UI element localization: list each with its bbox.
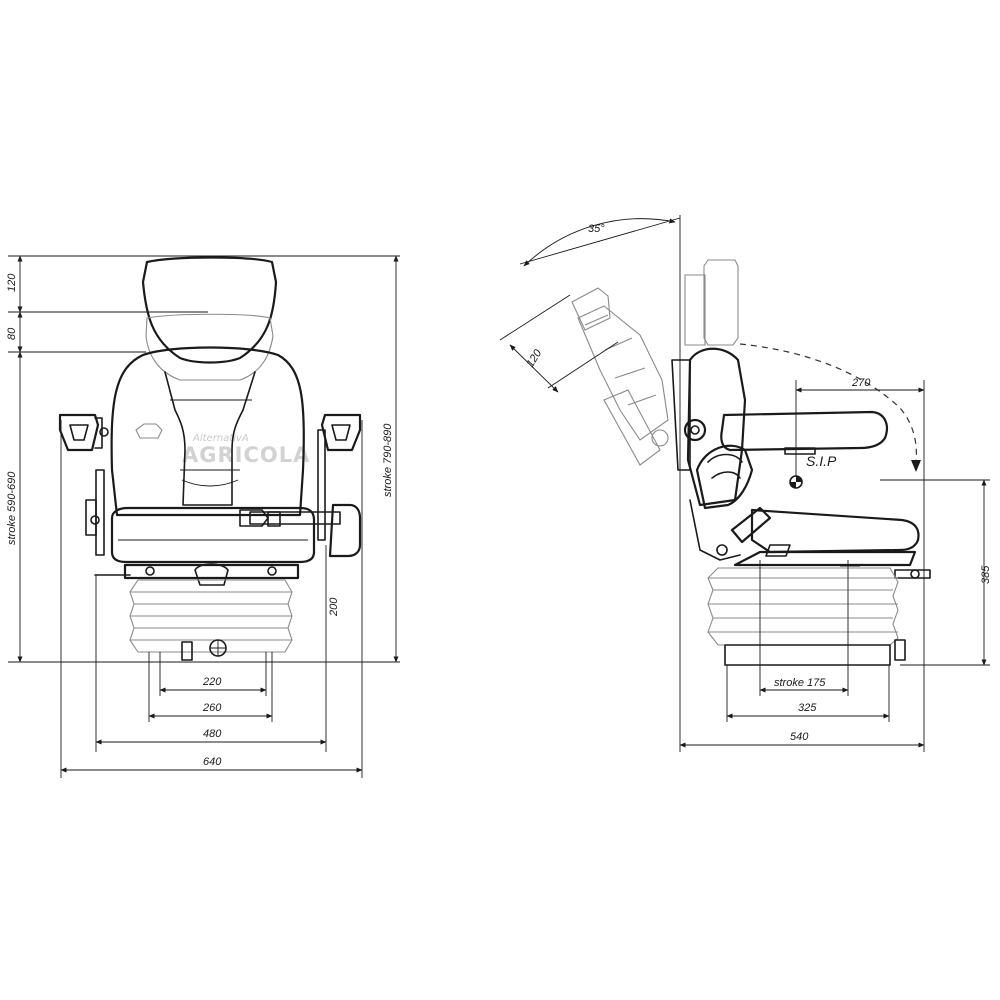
swing-arc — [739, 343, 917, 463]
front-view: AlternativA AGRICOLA — [6, 255, 400, 778]
dim-headrest-step: 80 — [6, 327, 18, 340]
backrest-seam — [170, 399, 252, 487]
dim-angle: 35° — [588, 223, 605, 235]
armrest-left — [58, 413, 109, 556]
backrest-inner-panel — [164, 371, 256, 506]
sip-label: S.I.P — [806, 453, 837, 469]
headrest-extended — [141, 256, 278, 364]
suspension-top-plate — [123, 563, 300, 580]
dim-base-220: 220 — [202, 676, 222, 688]
armrest-right — [317, 413, 362, 541]
dim-bellows-side: 200 — [328, 597, 340, 617]
dim-headrest-top: 120 — [6, 273, 18, 292]
watermark: AlternativA AGRICOLA — [135, 423, 310, 467]
bellows-side — [707, 567, 899, 646]
dim-sip-height: 385 — [980, 565, 992, 584]
dim-stroke-height: stroke 590-690 — [6, 471, 18, 545]
seat-cushion — [110, 506, 316, 564]
dim-rail: 325 — [798, 702, 817, 714]
backrest-outer — [110, 346, 305, 517]
seat-belt — [239, 503, 362, 558]
dim-sip-offset: 270 — [851, 377, 871, 389]
armrest-side — [720, 410, 889, 452]
dim-width-640: 640 — [203, 756, 222, 768]
dim-headrest-side: 120 — [524, 347, 544, 370]
backrest-reclined-ghost — [571, 287, 669, 466]
headrest-ghost — [703, 259, 739, 346]
seat-cushion-side — [750, 508, 920, 554]
side-view: S.I.P 35° 120 — [499, 215, 992, 752]
dim-width-480: 480 — [203, 728, 222, 740]
seat-rails — [733, 550, 917, 567]
watermark-line1: AlternativA — [192, 433, 249, 444]
dim-stroke-side: stroke 175 — [774, 677, 826, 689]
backrest-side — [686, 347, 747, 507]
dim-depth: 540 — [790, 731, 809, 743]
dim-base-260: 260 — [202, 702, 222, 714]
watermark-line2: AGRICOLA — [182, 443, 310, 467]
dim-stroke-total: stroke 790-890 — [382, 423, 394, 497]
bellows-front — [129, 579, 293, 653]
